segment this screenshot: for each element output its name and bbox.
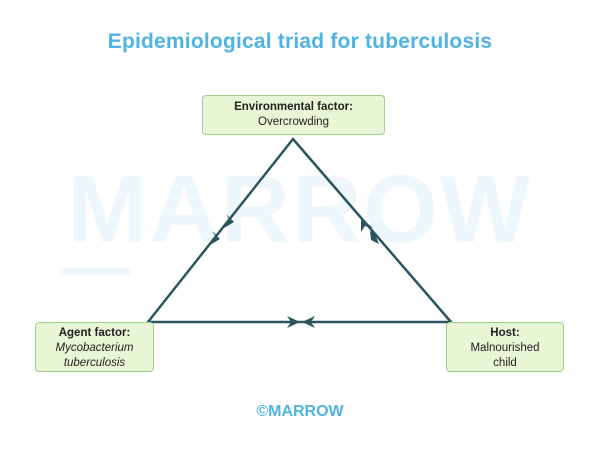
watermark-underline bbox=[60, 268, 130, 275]
watermark: MARROW bbox=[67, 156, 533, 263]
agent-factor-value-line-2: tuberculosis bbox=[63, 357, 126, 369]
diagram-title: Epidemiological triad for tuberculosis bbox=[107, 30, 493, 53]
host-value-line-2: child bbox=[493, 357, 517, 369]
environmental-factor-value: Overcrowding bbox=[258, 116, 329, 128]
arrowhead-bottom-edge-1 bbox=[287, 316, 300, 328]
environmental-factor-label: Environmental factor: bbox=[234, 101, 353, 113]
agent-factor-value-line-1: Mycobacterium bbox=[55, 342, 134, 354]
host-box: Host: Malnourished child bbox=[446, 322, 564, 372]
arrowhead-left-edge-1 bbox=[224, 214, 234, 228]
edge-agent-environment bbox=[146, 137, 295, 324]
environmental-factor-box: Environmental factor: Overcrowding bbox=[202, 95, 385, 135]
host-value-line-1: Malnourished bbox=[470, 342, 540, 354]
agent-factor-box: Agent factor: Mycobacterium tuberculosis bbox=[35, 322, 154, 372]
arrowhead-right-edge-2 bbox=[370, 231, 379, 244]
arrowhead-right-edge-1 bbox=[361, 218, 373, 232]
copyright-text: ©MARROW bbox=[256, 403, 344, 420]
arrowhead-left-edge-2 bbox=[210, 231, 220, 245]
arrowhead-bottom-edge-2 bbox=[302, 316, 315, 328]
agent-factor-label: Agent factor: bbox=[58, 327, 131, 339]
host-label: Host: bbox=[490, 327, 520, 339]
edge-environment-host bbox=[291, 137, 453, 324]
